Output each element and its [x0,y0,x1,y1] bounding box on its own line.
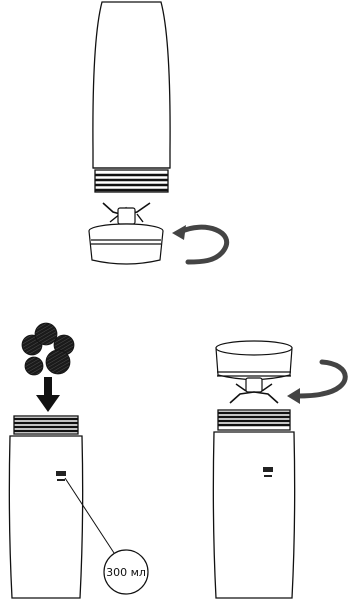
blade-assembly-icon [88,202,164,265]
blade-assembly-icon [215,340,293,404]
step-close-bottle [212,340,348,599]
capacity-callout-label: 300 мл [106,566,146,579]
measurement-mark-icon [263,467,273,477]
measurement-mark-icon [56,471,66,481]
blender-bottle-icon [212,409,296,599]
down-arrow-icon [36,377,60,412]
step-attach-blade [88,1,229,265]
capacity-callout: 300 мл [64,477,149,595]
rotate-arrow-icon [172,224,229,265]
rotate-arrow-icon [287,359,348,404]
blender-bottle-icon [8,415,84,599]
step-fill-bottle: 300 мл [8,322,149,599]
fruit-pieces-icon [21,322,75,376]
blender-bottle-icon [92,1,171,193]
